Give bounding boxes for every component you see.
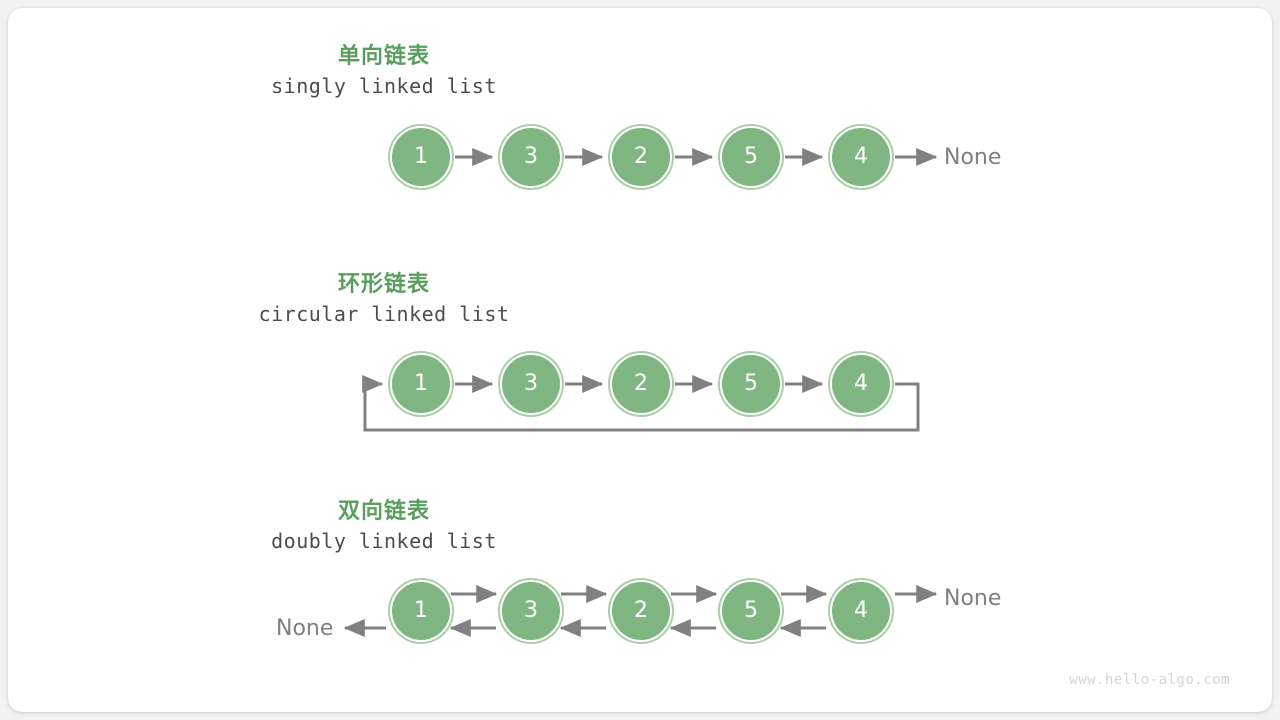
doubly-tail-none-label: None — [944, 586, 1002, 611]
doubly-list-subtitle: doubly linked list — [271, 529, 497, 553]
circular-node-4: 4 — [830, 353, 892, 415]
doubly-head-none-label: None — [276, 616, 334, 641]
singly-node-0: 1 — [390, 126, 452, 188]
singly-node-2: 2 — [610, 126, 672, 188]
doubly-node-1: 3 — [500, 580, 562, 642]
singly-node-1: 3 — [500, 126, 562, 188]
site-watermark: www.hello-algo.com — [1069, 672, 1230, 688]
singly-list-title: 单向链表 — [337, 44, 430, 69]
circular-node-0: 1 — [390, 353, 452, 415]
doubly-node-4: 4 — [830, 580, 892, 642]
circular-node-3: 5 — [720, 353, 782, 415]
singly-node-3: 5 — [720, 126, 782, 188]
singly-node-4: 4 — [830, 126, 892, 188]
circular-node-1: 3 — [500, 353, 562, 415]
doubly-node-3: 5 — [720, 580, 782, 642]
doubly-node-0: 1 — [390, 580, 452, 642]
circular-node-2: 2 — [610, 353, 672, 415]
diagram-card: 单向链表 singly linked list 1 3 2 5 4 None 环… — [8, 8, 1272, 712]
doubly-node-2: 2 — [610, 580, 672, 642]
circular-list-subtitle: circular linked list — [258, 302, 510, 326]
singly-tail-none-label: None — [944, 145, 1002, 170]
circular-list-title: 环形链表 — [337, 272, 430, 297]
doubly-list-title: 双向链表 — [337, 499, 430, 524]
singly-list-subtitle: singly linked list — [271, 74, 497, 98]
